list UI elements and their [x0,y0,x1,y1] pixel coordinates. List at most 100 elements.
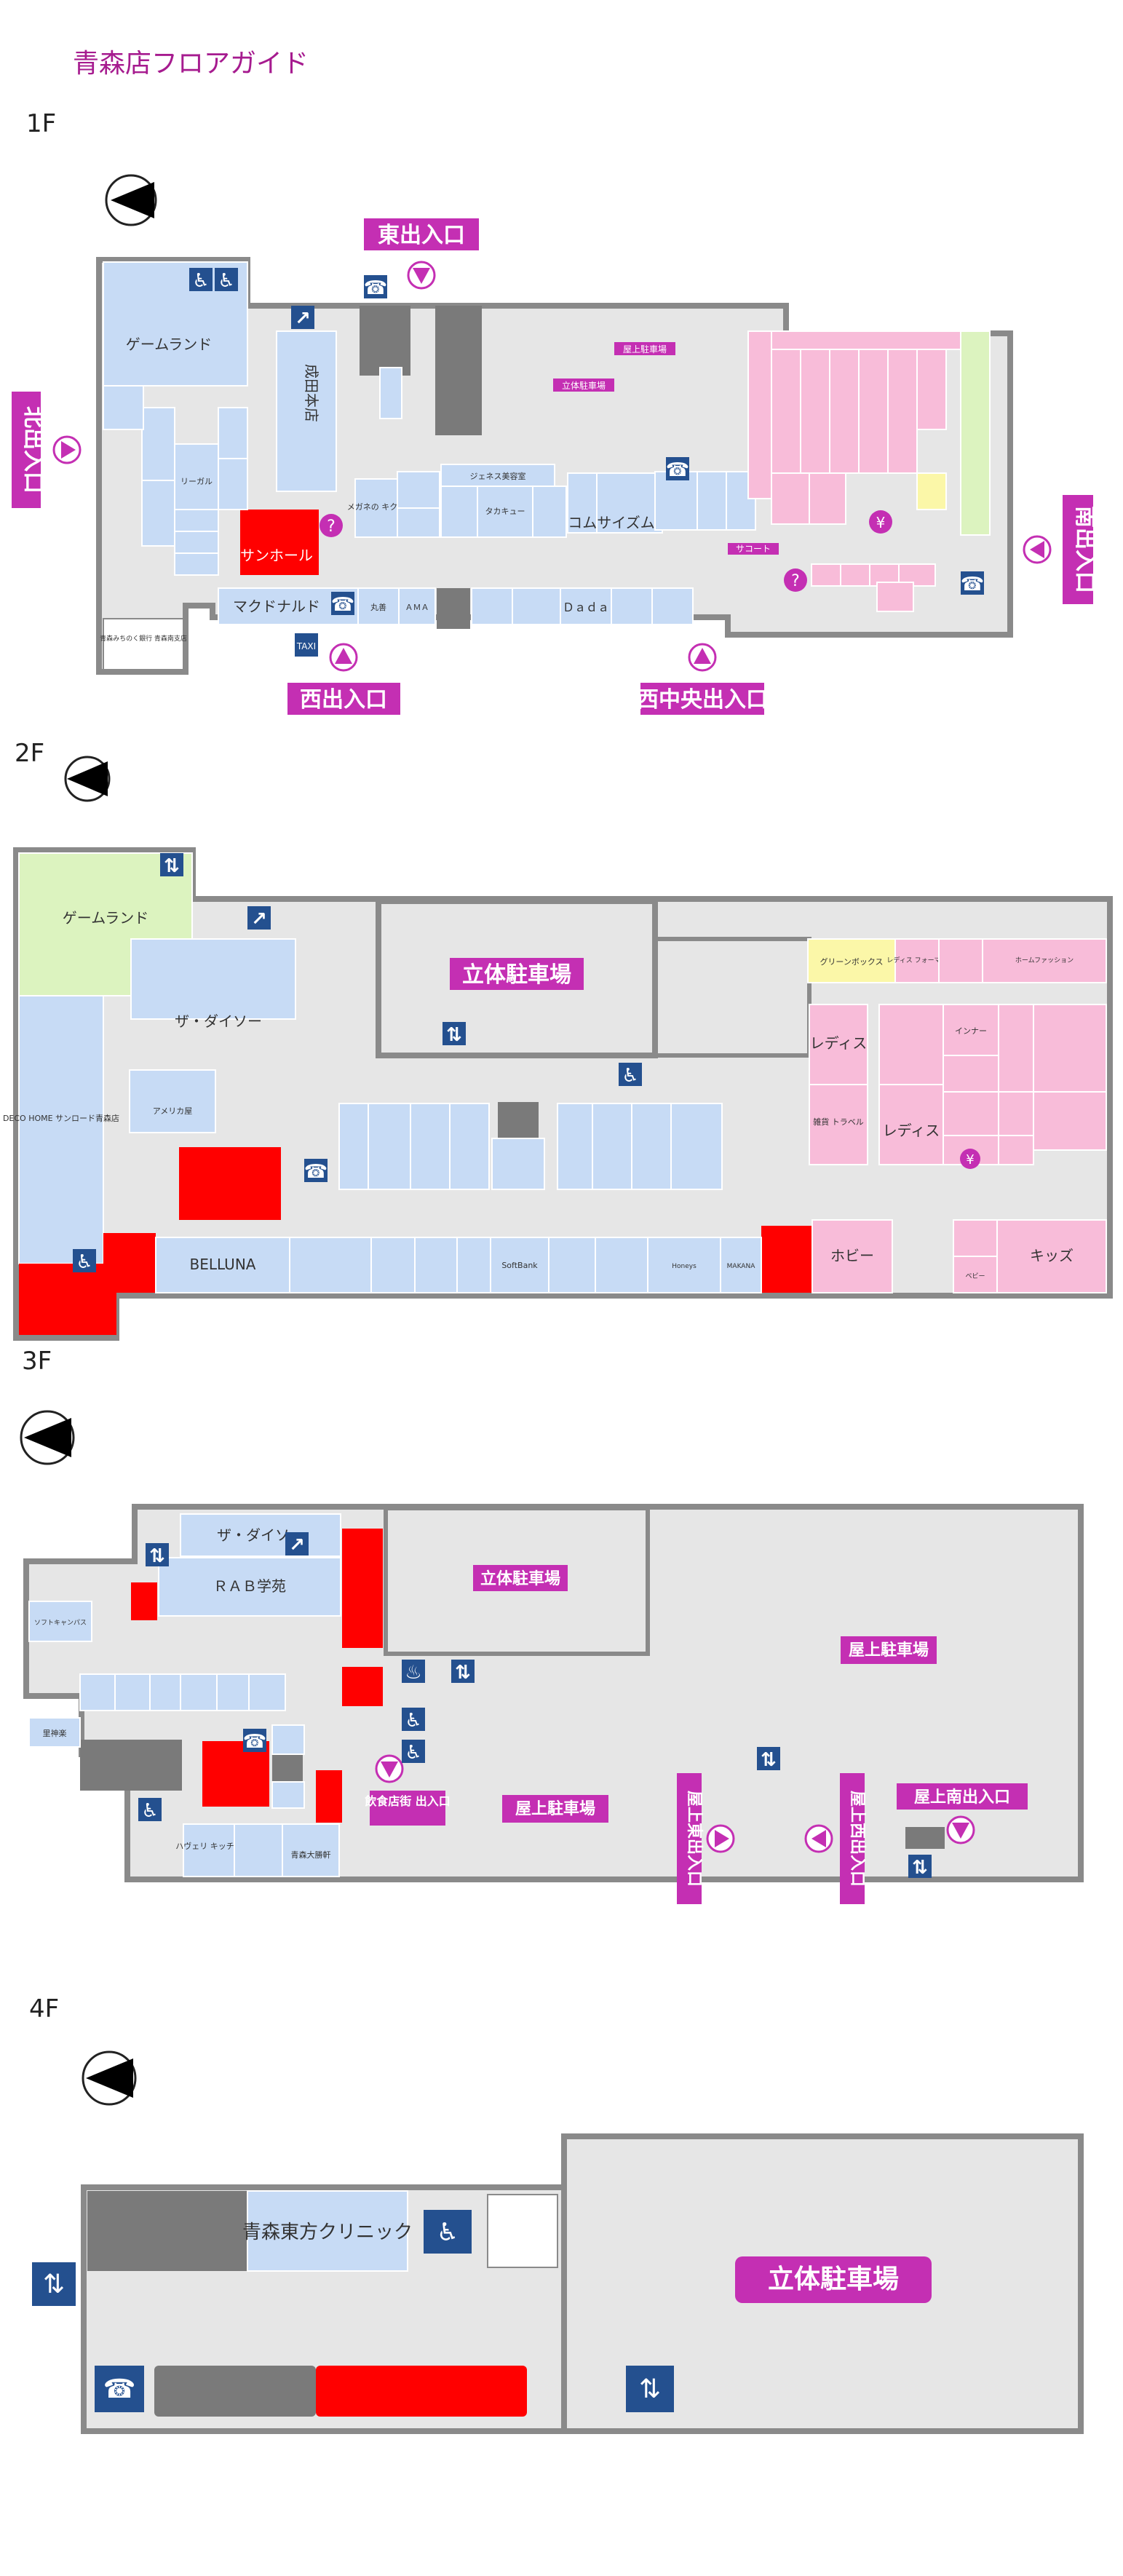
store-takako[interactable]: タカキュー [485,507,525,516]
page-title: 青森店フロアガイド [73,49,309,79]
taxi-icon[interactable]: TAXI [295,633,318,657]
restroom-icon[interactable]: ♿ [402,1740,425,1764]
restroom-icon[interactable]: ♿ [619,1063,642,1087]
svg-text:☎: ☎ [243,1731,266,1753]
atm-icon[interactable]: ¥ [869,510,892,534]
store-green-box[interactable]: グリーンボックス [820,956,883,967]
svg-text:☎: ☎ [364,277,387,299]
elevator-icon[interactable]: ⇅ [626,2366,674,2412]
store-soft-campus[interactable]: ソフトキャンパス [34,1619,87,1627]
escalator-icon[interactable]: ↗ [285,1532,309,1556]
store-aomori-taishoken[interactable]: 青森大勝軒 [291,1850,331,1860]
escalator-icon[interactable]: ↗ [247,906,271,930]
smoking-icon[interactable]: ♨ [402,1660,425,1684]
store-megane[interactable]: メガネの キクヤ [347,502,406,512]
phone-icon[interactable]: ☎ [243,1729,266,1753]
store-ama[interactable]: ＡＭＡ [405,603,429,612]
store-softbank[interactable]: SoftBank [501,1261,538,1270]
restroom-icon[interactable]: ♿ [424,2210,472,2254]
store-inner[interactable]: インナー [955,1026,987,1036]
restroom-icon[interactable]: ♿ [189,268,213,292]
information-icon[interactable]: ? [784,568,807,592]
store-home-fashion[interactable]: ホームファッション [1015,956,1074,964]
store-ladies-2f-b[interactable]: レディス [883,1122,940,1139]
restroom-icon[interactable]: ♿ [73,1249,96,1273]
elevator-icon[interactable]: ⇅ [908,1855,932,1879]
rooftop-south-entrance[interactable]: 屋上南出入口 [914,1788,1010,1807]
restroom-icon[interactable]: ♿ [402,1708,425,1732]
store-gameland-2f[interactable]: ゲームランド [63,909,148,927]
floor-label-2f: 2F [15,739,45,768]
store-hobby[interactable]: ホビー [830,1247,874,1264]
elevator-icon[interactable]: ⇅ [32,2262,76,2306]
store-america[interactable]: アメリカ屋 [153,1106,192,1116]
svg-text:¥: ¥ [876,514,886,531]
svg-text:♨: ♨ [405,1662,421,1684]
phone-icon[interactable]: ☎ [304,1159,328,1183]
store-daiso-2f[interactable]: ザ・ダイソー [175,1012,262,1030]
bank-branch[interactable]: 青森みちのく銀行 青森南支店 [100,634,187,643]
rooftop-entrance-3f-a[interactable]: 屋上東出入口 [685,1791,703,1887]
store-sacourt[interactable]: サコート [736,544,771,554]
store-sanhall[interactable]: サンホール [240,547,313,564]
elevator-icon[interactable]: ⇅ [443,1022,466,1046]
phone-icon[interactable]: ☎ [666,457,689,481]
restaurant-entrance-3f[interactable]: 飲食店街 出入口 [364,1794,451,1808]
phone-icon[interactable]: ☎ [331,592,354,616]
entrance-east[interactable]: 東出入口 [378,223,465,248]
store-marumi[interactable]: 丸善 [370,602,386,612]
store-mcdonalds[interactable]: マクドナルド [233,598,320,615]
restroom-icon[interactable]: ♿ [138,1798,162,1822]
rooftop-parking-3f[interactable]: 屋上駐車場 [515,1799,595,1818]
store-hebeki[interactable]: ハヴェリ キッチン [175,1841,242,1851]
entrance-west[interactable]: 西出入口 [300,687,387,713]
store-baby[interactable]: ベビー [965,1272,985,1280]
store-dada[interactable]: Ｄａｄａ [563,601,609,614]
store-satogami[interactable]: 里神楽 [43,1728,67,1738]
parking-3f[interactable]: 立体駐車場 [480,1569,560,1588]
store-clinic[interactable]: 青森東方クリニック [242,2222,413,2243]
svg-text:?: ? [791,572,800,590]
store-gameland-1f[interactable]: ゲームランド [126,336,212,353]
svg-text:♿: ♿ [76,1251,92,1273]
rooftop-parking-3f-b[interactable]: 屋上駐車場 [849,1641,929,1660]
store-ladies-formal[interactable]: レディス フォーマル [886,956,947,964]
escalator-icon[interactable]: ↗ [291,306,314,330]
entrance-north-marker-icon [52,435,82,464]
phone-icon[interactable]: ☎ [95,2366,144,2412]
atm-icon[interactable]: ¥ [960,1149,980,1169]
entrance-north[interactable]: 北出入口 [20,406,46,494]
elevator-icon[interactable]: ⇅ [451,1660,475,1684]
store-regal[interactable]: リーガル [180,477,213,486]
rooftop-entrance-3f-b[interactable]: 屋上西出入口 [848,1791,866,1887]
store-belluna[interactable]: BELLUNA [190,1256,256,1273]
parking-4f[interactable]: 立体駐車場 [768,2264,899,2294]
elevator-icon[interactable]: ⇅ [146,1543,169,1567]
store-deco-home[interactable]: DECO HOME サンロード青森店 [3,1113,119,1123]
restroom-icon[interactable]: ♿ [215,268,238,292]
phone-icon[interactable]: ☎ [961,571,984,595]
phone-icon[interactable]: ☎ [364,275,387,299]
svg-text:↗: ↗ [289,1534,305,1556]
elevator-icon[interactable]: ⇅ [160,853,183,877]
rooftop-tag-1f[interactable]: 屋上駐車場 [623,344,667,354]
store-makana[interactable]: MAKANA [727,1263,756,1270]
store-zakka-travel[interactable]: 雑貨 トラベル [813,1117,864,1127]
entrance-south[interactable]: 南出入口 [1072,506,1098,593]
entrance-south-marker-icon [1023,535,1052,564]
svg-text:♿: ♿ [622,1065,638,1087]
elevator-icon[interactable]: ⇅ [757,1747,780,1771]
svg-text:TAXI: TAXI [296,641,316,651]
store-honeys[interactable]: Honeys [672,1263,697,1270]
parking-2f[interactable]: 立体駐車場 [462,962,571,988]
store-ladies-2f[interactable]: レディス [810,1034,868,1052]
store-comsism[interactable]: コムサイズム [568,514,654,531]
svg-text:☎: ☎ [961,574,984,595]
store-gensen[interactable]: ジェネス美容室 [470,471,526,481]
store-rab[interactable]: ＲＡＢ学苑 [213,1577,286,1595]
entrance-west-center[interactable]: 西中央出入口 [637,687,768,713]
store-kids[interactable]: キッズ [1030,1247,1074,1264]
store-narita[interactable]: 成田本店 [303,364,320,422]
parking-tag-1f[interactable]: 立体駐車場 [562,380,606,391]
information-icon[interactable]: ? [320,514,343,537]
